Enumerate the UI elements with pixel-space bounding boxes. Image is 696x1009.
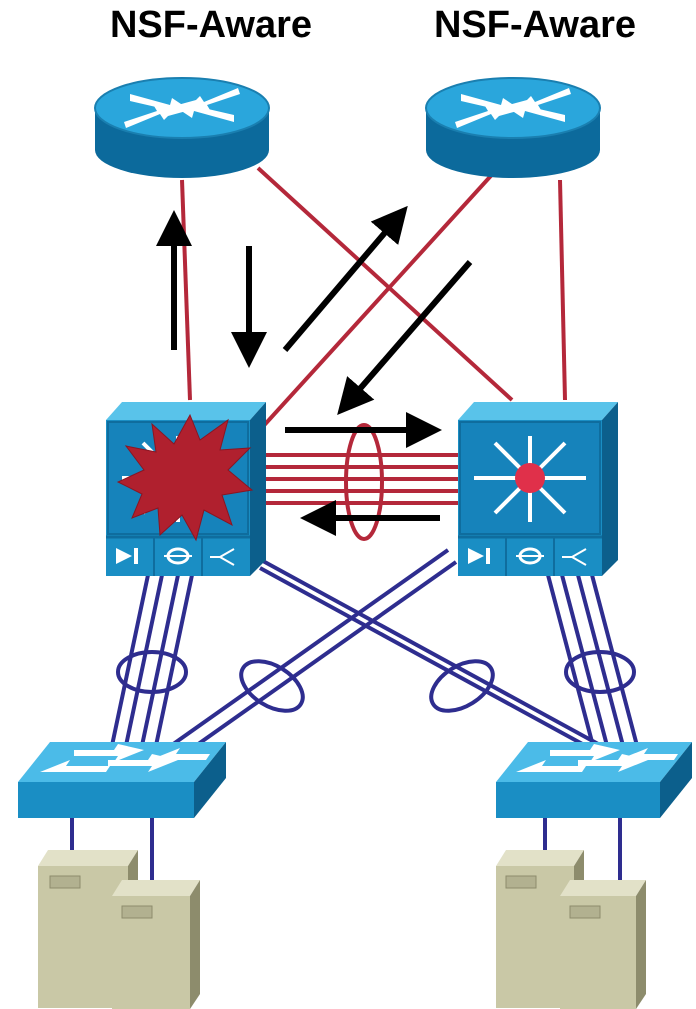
- server-group-left: [38, 850, 200, 1009]
- router-icon: [425, 77, 601, 178]
- workgroup-switch-icon: [496, 742, 692, 818]
- router-right-label: NSF-Aware: [433, 4, 637, 46]
- distribution-switch-left: [106, 402, 266, 576]
- router-right: [425, 77, 601, 178]
- link-r1-d2: [256, 166, 514, 402]
- distribution-switch-right: [458, 402, 618, 576]
- link-r1-d1: [180, 179, 192, 401]
- access-etherchannels: [116, 650, 636, 713]
- traffic-arrows: [156, 205, 473, 536]
- access-links: [108, 548, 642, 778]
- inter-switch-etherchannel: [344, 423, 384, 541]
- layer3-switch-icon: [458, 402, 618, 576]
- router-left-label: NSF-Aware: [109, 4, 313, 46]
- access-switch-left: [18, 742, 226, 818]
- link-r2-d2: [558, 179, 567, 401]
- router-icon: [94, 77, 270, 178]
- server-icon: [112, 880, 200, 1009]
- router-links: [180, 166, 567, 434]
- router-left: [94, 77, 270, 178]
- workgroup-switch-icon: [18, 742, 226, 818]
- link-r2-d1: [256, 166, 500, 434]
- failure-burst-icon: [116, 413, 254, 542]
- arrow-diag-down: [337, 260, 473, 416]
- inter-switch-links: [262, 453, 460, 505]
- arrow-diag-up: [282, 205, 408, 352]
- server-icon: [560, 880, 646, 1009]
- access-switch-right: [496, 742, 692, 818]
- server-group-right: [496, 850, 646, 1009]
